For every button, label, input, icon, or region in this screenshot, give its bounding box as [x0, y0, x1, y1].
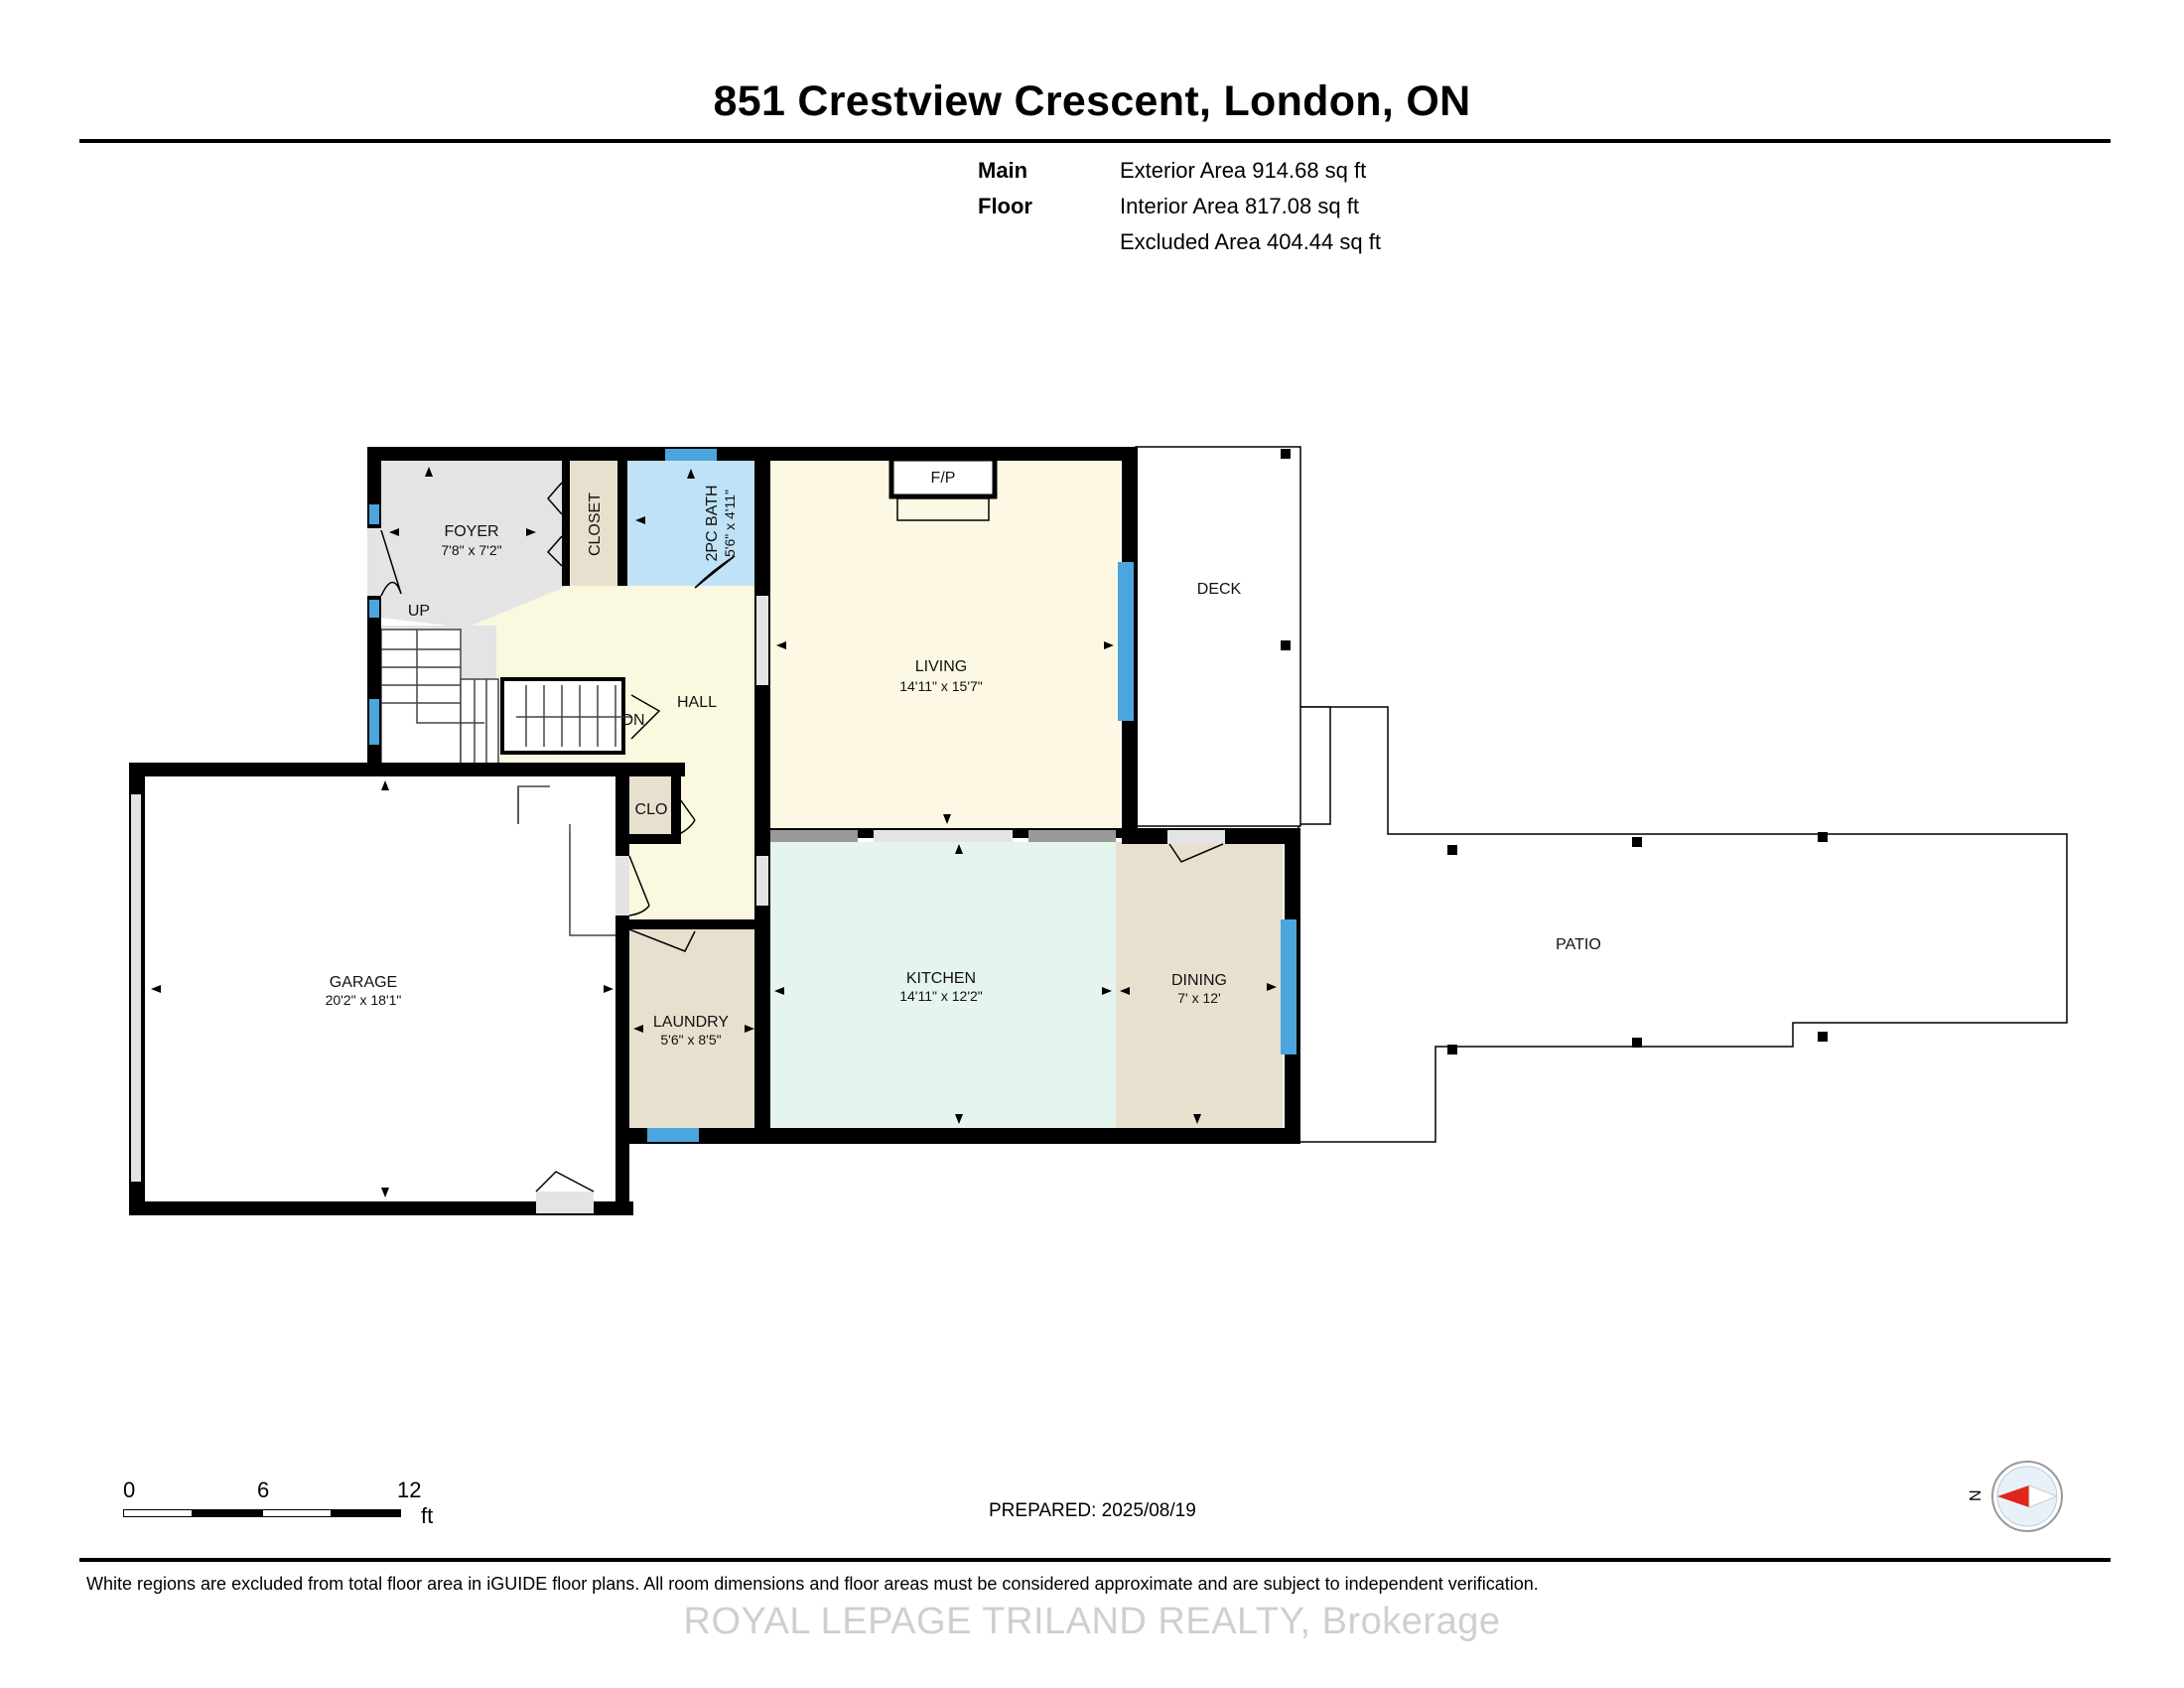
garage-dims: 20'2" x 18'1"	[326, 992, 402, 1008]
compass-icon: N	[1966, 1452, 2075, 1546]
fireplace	[888, 456, 998, 521]
foyer-dims: 7'8" x 7'2"	[441, 542, 501, 558]
scale-tick-0: 0	[123, 1477, 136, 1502]
deck-outline	[1135, 446, 1301, 827]
patio-label: PATIO	[1556, 936, 1601, 953]
scale-tick-12: 12	[397, 1477, 422, 1502]
dining-floor	[1116, 842, 1283, 1128]
scale-tick-6: 6	[257, 1477, 270, 1502]
openings	[131, 528, 1225, 1213]
excluded-area: Excluded Area 404.44 sq ft	[1120, 229, 1381, 254]
kitchen-label: KITCHEN	[906, 970, 976, 987]
clo-label: CLO	[635, 801, 668, 818]
living-label: LIVING	[915, 658, 967, 675]
scale-segment	[123, 1509, 193, 1517]
kitchen-floor	[770, 842, 1116, 1128]
dining-label: DINING	[1171, 972, 1227, 989]
scale-segment	[332, 1509, 401, 1517]
patio-posts	[1281, 449, 1828, 1055]
deck-label: DECK	[1197, 581, 1242, 598]
interior-area: Interior Area 817.08 sq ft	[1120, 194, 1359, 218]
kitchen-dims: 14'11" x 12'2"	[899, 988, 983, 1004]
closet-label: CLOSET	[587, 492, 604, 556]
hall-label: HALL	[677, 694, 717, 711]
laundry-label: LAUNDRY	[653, 1014, 730, 1031]
dimension-arrows	[151, 467, 1277, 1197]
floor-name: Main Floor	[978, 158, 1032, 218]
stairs-down-label: DN	[621, 712, 644, 729]
fireplace-label: F/P	[931, 470, 956, 487]
title-divider	[79, 139, 2111, 143]
room-labels: FOYER 7'8" x 7'2" CLOSET 2PC BATH 5'6" x…	[326, 470, 1601, 1048]
exterior-area: Exterior Area 914.68 sq ft	[1120, 158, 1367, 183]
bath-floor	[625, 459, 754, 586]
garage-floor	[137, 777, 621, 1202]
laundry-dims: 5'6" x 8'5"	[660, 1032, 721, 1048]
foyer-floor	[379, 459, 568, 628]
scale-unit: ft	[421, 1503, 434, 1528]
page-title: 851 Crestview Crescent, London, ON	[713, 77, 1471, 125]
door-swings	[380, 482, 1224, 1193]
patio-outline	[1297, 706, 2068, 1143]
compass-letter: N	[1968, 1489, 1984, 1501]
living-floor	[770, 459, 1120, 828]
living-dims: 14'11" x 15'7"	[899, 678, 983, 694]
footnote: White regions are excluded from total fl…	[86, 1574, 1539, 1594]
stairs	[380, 629, 631, 936]
clo-floor	[627, 774, 675, 838]
room-fills	[137, 459, 1283, 1202]
closet-floor	[568, 459, 619, 586]
brokerage-watermark: ROYAL LEPAGE TRILAND REALTY, Brokerage	[683, 1601, 1501, 1642]
footer-divider	[79, 1558, 2111, 1562]
bath-dims: 5'6" x 4'11"	[722, 490, 738, 557]
garage-label: GARAGE	[330, 974, 397, 991]
prepared-date: PREPARED: 2025/08/19	[989, 1500, 1196, 1521]
scale-segment	[262, 1509, 332, 1517]
windows	[369, 449, 1297, 1142]
laundry-floor	[627, 927, 756, 1128]
dining-dims: 7' x 12'	[1177, 990, 1220, 1006]
scale-segment	[193, 1509, 262, 1517]
bath-label: 2PC BATH	[704, 485, 721, 561]
foyer-label: FOYER	[444, 523, 498, 540]
stairs-up-label: UP	[408, 603, 430, 620]
